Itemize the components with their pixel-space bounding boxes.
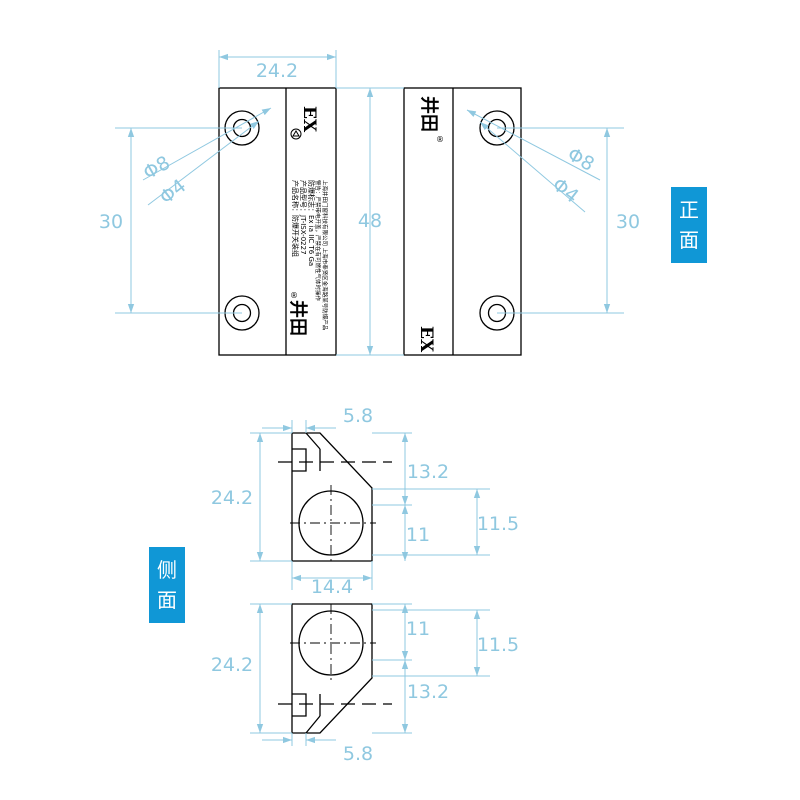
dim-side-width-label: 14.4: [311, 576, 353, 598]
front-view-tag-char-2: 面: [679, 228, 699, 252]
dim-side-lower-11-label: 11: [406, 618, 430, 640]
brand-logo-right: 井田: [418, 96, 440, 132]
dim-hole-inner-label-right: Φ4: [548, 174, 583, 208]
ex-mark-bottom: EX: [416, 326, 436, 353]
dim-side-upper-13-2: 13.2: [372, 432, 449, 505]
dim-side-lower-13-2-label: 13.2: [407, 681, 449, 703]
front-view-tag-char-1: 正: [679, 198, 699, 222]
side-view-lower: 24.2 11 11.5 13.2 5.8: [211, 603, 519, 765]
dim-side-upper-height-label: 24.2: [211, 487, 253, 509]
label-line-5: 上海井田门窗科技有限公司 上海市奉贤区金海路某号防爆产品: [321, 180, 329, 331]
dim-side-lower-11-5: 11.5: [372, 609, 519, 677]
front-right-part: [403, 87, 522, 356]
ex-mark-top: EX: [299, 106, 319, 133]
dim-front-width-label: 24.2: [256, 60, 298, 82]
dim-hole-spacing-right: 30: [497, 127, 640, 314]
dim-side-lower-offset-label: 5.8: [343, 743, 373, 765]
side-upper-step: [292, 448, 307, 472]
dim-side-lower-height-label: 24.2: [211, 654, 253, 676]
label-line-1: 产品名称：防爆开关装组: [291, 180, 300, 257]
label-line-3: 防爆标志：Ex ia IIC T6 Ga: [307, 180, 316, 266]
dim-side-upper-11-5-label: 11.5: [477, 513, 519, 535]
dim-hole-diameter-left: Φ8 Φ4: [140, 107, 272, 209]
dim-front-height-label: 48: [358, 210, 382, 232]
dim-front-height: 48: [336, 87, 404, 356]
front-view-tag: 正 面: [671, 187, 707, 263]
front-left-part: [218, 87, 337, 356]
side-view-tag: 侧 面: [149, 547, 185, 623]
side-view-tag-char-2: 面: [157, 588, 177, 612]
dim-side-lower-11-5-label: 11.5: [477, 634, 519, 656]
product-label: EX 产品名称：防爆开关装组 产品型号：JT-ISX-0227 防爆标志：Ex …: [287, 106, 329, 336]
registered-mark-left: ®: [290, 291, 298, 300]
front-view: EX 产品名称：防爆开关装组 产品型号：JT-ISX-0227 防爆标志：Ex …: [99, 50, 640, 356]
dim-side-upper-13-2-label: 13.2: [407, 461, 449, 483]
registered-mark-right: ®: [436, 135, 444, 144]
label-line-2: 产品型号：JT-ISX-0227: [299, 180, 308, 255]
certification-icon: [290, 128, 302, 140]
dim-side-lower-offset: 5.8: [262, 733, 373, 765]
side-view-tag-char-1: 侧: [157, 558, 177, 582]
side-view-upper: 5.8 24.2 13.2 11 11.5: [211, 405, 519, 598]
dim-side-upper-height: 24.2: [211, 432, 292, 562]
dim-hole-spacing-left-label: 30: [99, 211, 123, 233]
dim-hole-spacing-right-label: 30: [616, 211, 640, 233]
label-line-4: 警告：严禁带电开盖，严禁在有可燃性气体时操作: [314, 180, 322, 302]
dim-side-upper-offset: 5.8: [262, 405, 373, 433]
dim-side-upper-11-label: 11: [406, 524, 430, 546]
dim-side-upper-11-5: 11.5: [372, 488, 519, 556]
side-lower-step: [292, 693, 307, 717]
side-lower-chamfer: [305, 715, 321, 734]
dim-hole-spacing-left: 30: [99, 127, 242, 314]
dim-hole-inner-label-left: Φ4: [156, 175, 191, 209]
dim-side-upper-offset-label: 5.8: [343, 405, 373, 427]
dim-side-lower-13-2: 13.2: [372, 660, 449, 734]
side-lower-outline: [291, 603, 373, 734]
side-upper-outline: [291, 432, 373, 562]
dim-hole-diameter-right: Φ8 Φ4: [466, 109, 601, 213]
dim-side-upper-11: 11: [372, 504, 430, 561]
side-upper-chamfer: [305, 432, 321, 450]
dim-side-lower-height: 24.2: [211, 603, 292, 734]
brand-logo-left: 井田: [287, 300, 309, 336]
dim-front-width: 24.2: [218, 50, 337, 88]
dim-hole-outer-label-right: Φ8: [564, 143, 598, 176]
dim-side-width: 14.4: [291, 561, 373, 598]
dim-side-lower-11: 11: [372, 603, 430, 661]
